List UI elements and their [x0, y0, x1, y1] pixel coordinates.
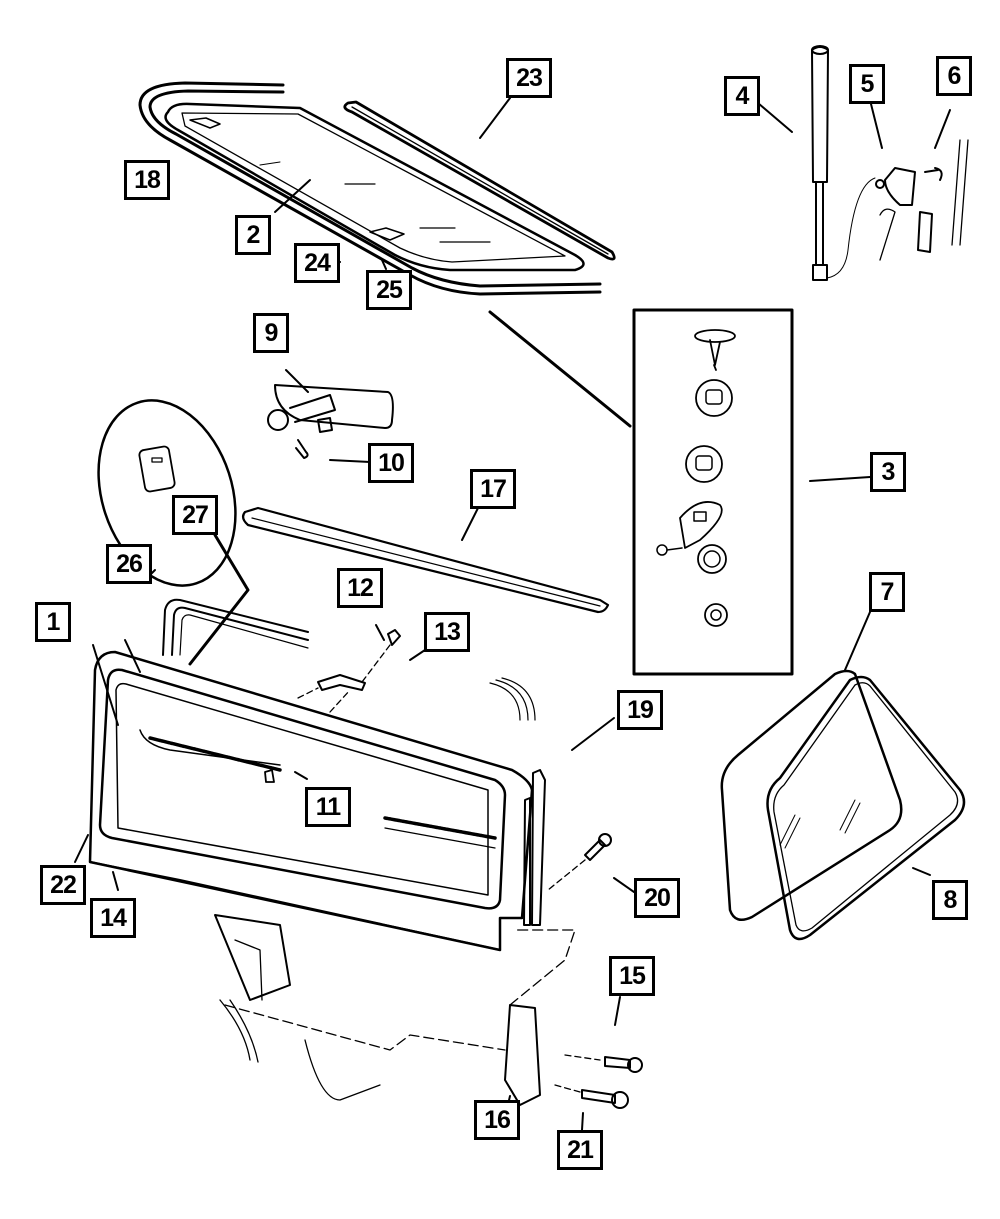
callout-2: 2 [235, 215, 271, 255]
callout-25: 25 [366, 270, 412, 310]
part-12-13-hinge-hardware [297, 629, 401, 713]
part-23-upper-trim-strip [343, 100, 616, 261]
callout-9: 9 [253, 313, 289, 353]
callout-21: 21 [557, 1130, 603, 1170]
part-17-top-weatherstrip [241, 506, 610, 614]
callout-10: 10 [368, 443, 414, 483]
part-7-8-side-window [720, 669, 966, 941]
part-27-detail-circle [97, 399, 250, 666]
part-16-hinge-bracket [214, 914, 541, 1106]
callout-20: 20 [634, 878, 680, 918]
assembly-dashed-outline [224, 929, 576, 1051]
callout-4: 4 [724, 76, 760, 116]
callout-23: 23 [506, 58, 552, 98]
callout-6: 6 [936, 56, 972, 96]
callout-26: 26 [106, 544, 152, 584]
part-9-wiper-motor [267, 384, 394, 459]
part-19-side-channel [489, 677, 546, 926]
callout-27: 27 [172, 495, 218, 535]
part-26-frame-seal [162, 598, 309, 656]
callout-11: 11 [305, 787, 351, 827]
callout-24: 24 [294, 243, 340, 283]
callout-7: 7 [869, 572, 905, 612]
part-3-fastener-kit-box [488, 308, 794, 676]
callout-3: 3 [870, 452, 906, 492]
part-18-outer-seal [138, 81, 602, 296]
callout-1: 1 [35, 602, 71, 642]
callout-15: 15 [609, 956, 655, 996]
part-4-gas-strut [811, 45, 876, 281]
callout-12: 12 [337, 568, 383, 608]
callout-17: 17 [470, 469, 516, 509]
callout-14: 14 [90, 898, 136, 938]
part-2-rear-glass [164, 102, 585, 272]
part-20-screw [547, 833, 612, 891]
callout-19: 19 [617, 690, 663, 730]
callout-13: 13 [424, 612, 470, 652]
callout-22: 22 [40, 865, 86, 905]
part-15-21-bolts [554, 1054, 643, 1109]
callout-8: 8 [932, 880, 968, 920]
callout-5: 5 [849, 64, 885, 104]
part-5-6-bracket [875, 139, 969, 261]
callout-16: 16 [474, 1100, 520, 1140]
callout-18: 18 [124, 160, 170, 200]
